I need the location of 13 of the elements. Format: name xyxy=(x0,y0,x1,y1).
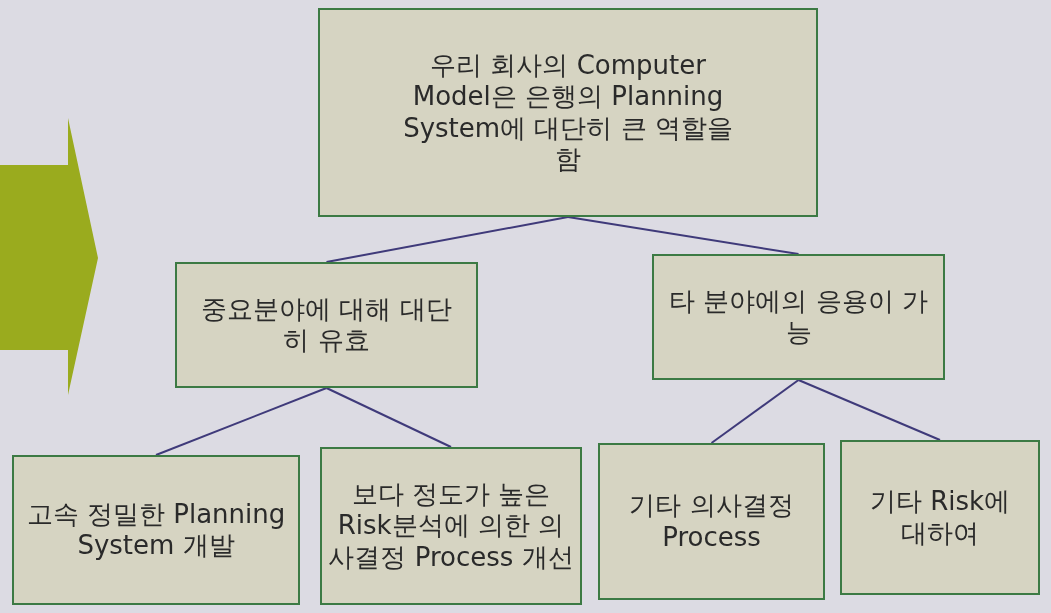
tree-box: 중요분야에 대해 대단히 유효 xyxy=(175,262,478,388)
tree-box: 보다 정도가 높은 Risk분석에 의한 의사결정 Process 개선 xyxy=(320,447,582,605)
connector-line xyxy=(567,216,800,255)
connector-line xyxy=(797,379,941,441)
connector-line xyxy=(155,387,328,456)
connector-line xyxy=(325,387,452,448)
tree-box: 타 분야에의 응용이 가능 xyxy=(652,254,945,380)
tree-box: 고속 정밀한 Planning System 개발 xyxy=(12,455,300,605)
connector-line xyxy=(710,379,800,444)
tree-box: 기타 의사결정 Process xyxy=(598,443,825,600)
tree-box: 기타 Risk에 대하여 xyxy=(840,440,1040,595)
connector-line xyxy=(325,216,569,263)
tree-box: 우리 회사의 Computer Model은 은행의 Planning System에 대단히 큰 역할을 함 xyxy=(318,8,818,217)
